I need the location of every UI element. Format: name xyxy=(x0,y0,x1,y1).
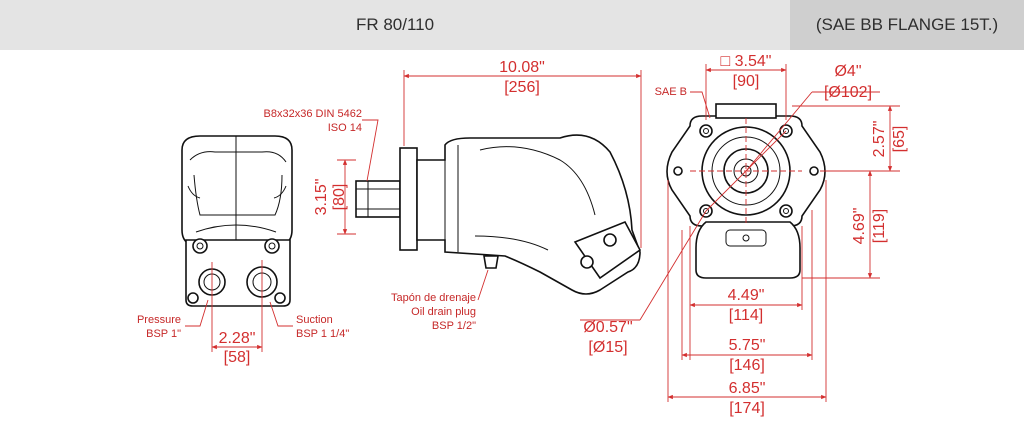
top-offset-in: 2.57" xyxy=(871,121,888,158)
pressure-label: Pressure xyxy=(137,314,181,326)
pressure-bsp-label: BSP 1" xyxy=(146,328,181,340)
bottom-offset-mm: [119] xyxy=(871,209,888,243)
drain-en-label: Oil drain plug xyxy=(411,306,476,318)
bottom-offset-in: 4.69" xyxy=(851,208,868,245)
front-view: 2.28" [58] Pressure BSP 1" Suction BSP 1… xyxy=(137,135,349,366)
sae-label: SAE B xyxy=(655,86,687,98)
suction-label: Suction xyxy=(296,314,333,326)
pilot-dia-in: Ø4" xyxy=(834,63,861,80)
flange-view: □ 3.54" [90] Ø4" [Ø102] SAE B 2.57" [65]… xyxy=(580,53,908,417)
square-in: □ 3.54" xyxy=(721,53,772,70)
port-spacing-in: 2.28" xyxy=(219,330,256,347)
header-bar: FR 80/110 (SAE BB FLANGE 15T.) xyxy=(0,0,1024,50)
width-685-mm: [174] xyxy=(729,400,765,417)
width-685-in: 6.85" xyxy=(729,380,766,397)
drain-bsp-label: BSP 1/2" xyxy=(432,320,476,332)
width-575-mm: [146] xyxy=(729,357,765,374)
width-575-in: 5.75" xyxy=(729,337,766,354)
bolt-dia-in: Ø0.57" xyxy=(583,319,632,336)
port-spacing-mm: [58] xyxy=(224,349,251,366)
shaft-height-in: 3.15" xyxy=(313,179,330,216)
suction-bsp-label: BSP 1 1/4" xyxy=(296,328,349,340)
bolt-dia-mm: [Ø15] xyxy=(588,339,627,356)
width-449-mm: [114] xyxy=(729,307,763,324)
spline-iso-label: ISO 14 xyxy=(328,122,362,134)
drain-label: Tapón de drenaje xyxy=(391,292,476,304)
model-title: FR 80/110 xyxy=(0,0,790,50)
length-mm: [256] xyxy=(504,79,540,96)
technical-drawing: 2.28" [58] Pressure BSP 1" Suction BSP 1… xyxy=(137,53,908,417)
top-offset-mm: [65] xyxy=(891,126,908,153)
shaft-height-mm: [80] xyxy=(331,184,348,211)
width-449-in: 4.49" xyxy=(728,287,765,304)
side-view: 3.15" [80] 10.08" [256] B8x32x36 DIN 546… xyxy=(264,59,642,332)
spline-label: B8x32x36 DIN 5462 xyxy=(264,108,362,120)
flange-title: (SAE BB FLANGE 15T.) xyxy=(790,0,1024,50)
square-mm: [90] xyxy=(733,73,760,90)
pilot-dia-mm: [Ø102] xyxy=(824,84,872,101)
length-in: 10.08" xyxy=(499,59,545,76)
